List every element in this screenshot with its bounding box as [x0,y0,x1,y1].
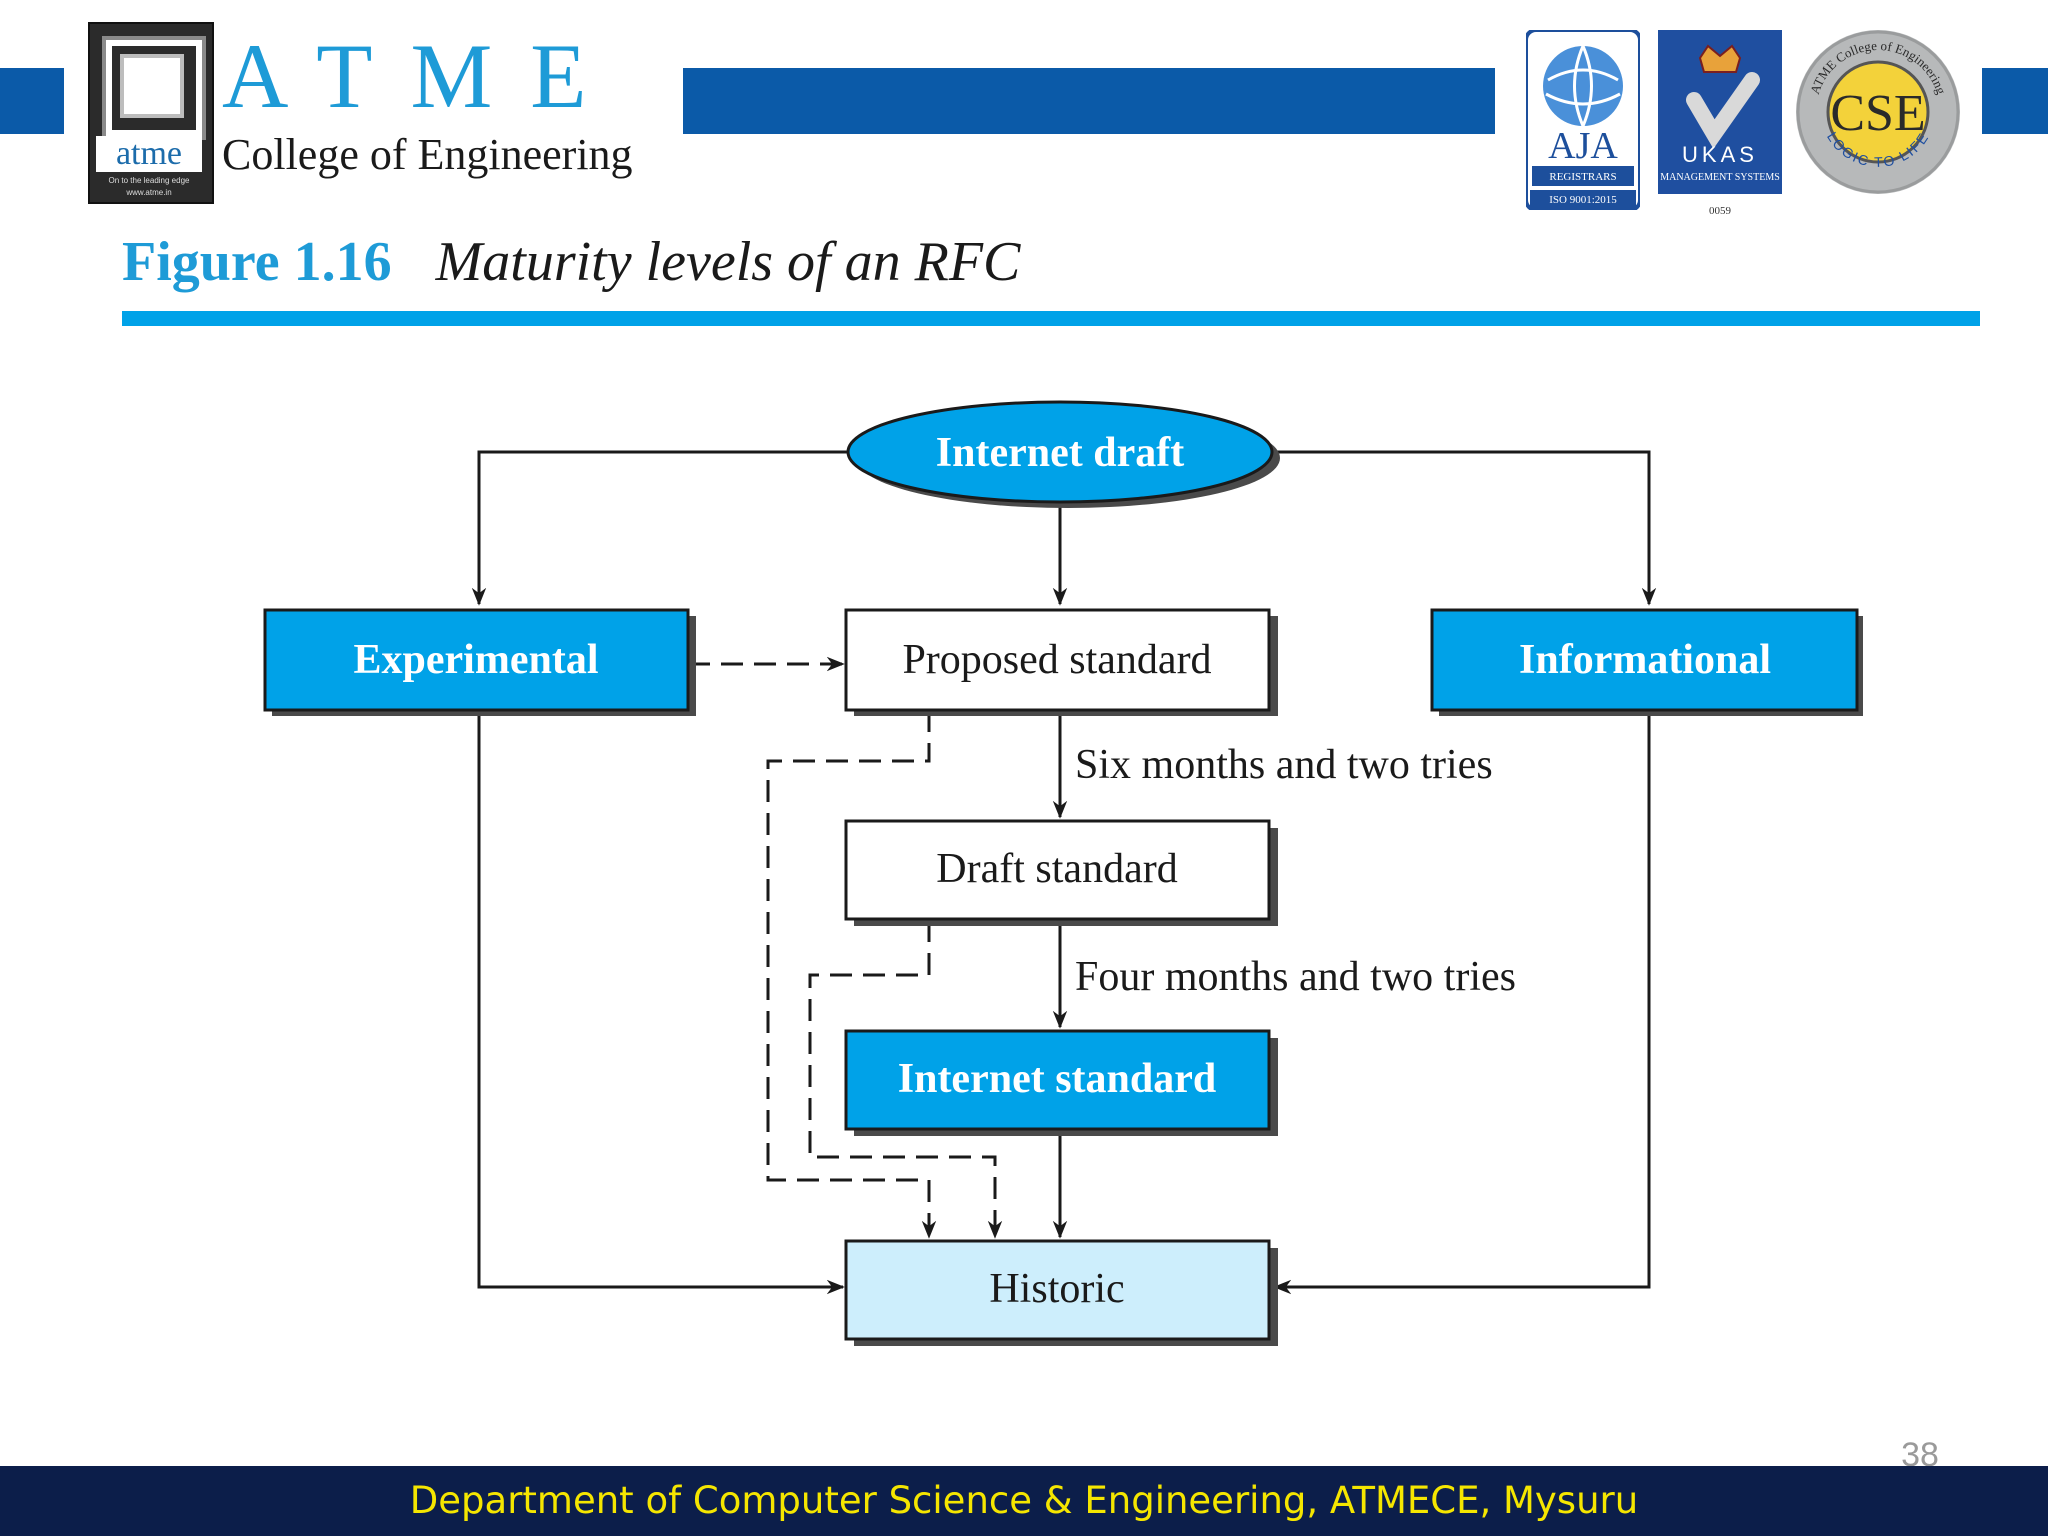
figure-caption: Maturity levels of an RFC [435,231,1021,293]
logo-tagline: On to the leading edge [108,176,190,185]
figure-title: Figure 1.16 Maturity levels of an RFC [122,230,1020,294]
ukas-sub: MANAGEMENT SYSTEMS [1660,172,1780,183]
footer-bar: Department of Computer Science & Enginee… [0,1466,2048,1536]
node-draft-standard: Draft standard [844,819,1271,921]
aja-name: AJA [1548,125,1618,167]
ukas-code: 0059 [1709,205,1732,217]
node-internet-standard-label: Internet standard [898,1056,1217,1102]
cse-text: CSE [1830,85,1925,142]
edge-draft-to-informational [1272,450,1657,606]
ukas-badge-icon: UKAS MANAGEMENT SYSTEMS 0059 [1658,30,1782,217]
edge-draftstd-to-historic-dashed [808,920,1003,1239]
node-informational-label: Informational [1519,637,1771,683]
node-informational: Informational [1430,608,1859,712]
title-rule [122,311,1980,326]
edge-label-six-months: Six months and two tries [1075,742,1493,788]
logo-url: www.atme.in [126,188,172,197]
edge-proposed-to-historic-dashed [766,710,937,1239]
aja-sub: REGISTRARS [1549,171,1616,183]
footer-department: Department of Computer Science & Enginee… [409,1479,1639,1522]
cse-seal-icon: CSE ATME College of Engineering LOGIC TO… [1796,30,1960,194]
header-band-right [1982,68,2048,134]
node-historic: Historic [844,1239,1271,1341]
edge-label-four-months: Four months and two tries [1075,954,1516,1000]
college-name: College of Engineering [222,130,633,179]
node-internet-draft: Internet draft [846,400,1274,504]
node-proposed-label: Proposed standard [902,637,1211,683]
logo-frame-icon [102,36,206,140]
node-historic-label: Historic [989,1266,1124,1312]
node-draft-standard-label: Draft standard [936,846,1177,892]
edge-experimental-to-historic [477,710,845,1295]
college-letters: ATME [222,25,625,127]
edge-draft-to-experimental [471,450,850,606]
logo-word: atme [96,136,202,172]
node-internet-standard: Internet standard [844,1029,1271,1131]
atme-logo: atme On to the leading edge www.atme.in [88,22,214,204]
aja-iso: ISO 9001:2015 [1549,194,1617,206]
figure-number: Figure 1.16 [122,231,392,293]
node-proposed-standard: Proposed standard [844,608,1271,712]
aja-badge-icon: AJA REGISTRARS ISO 9001:2015 [1526,30,1640,210]
ukas-name: UKAS [1682,142,1758,167]
header-band-left [0,68,64,134]
header-band-middle [683,68,1495,134]
node-experimental: Experimental [263,608,690,712]
edge-informational-to-historic [1273,710,1651,1295]
node-experimental-label: Experimental [354,637,599,683]
node-internet-draft-label: Internet draft [936,430,1184,476]
